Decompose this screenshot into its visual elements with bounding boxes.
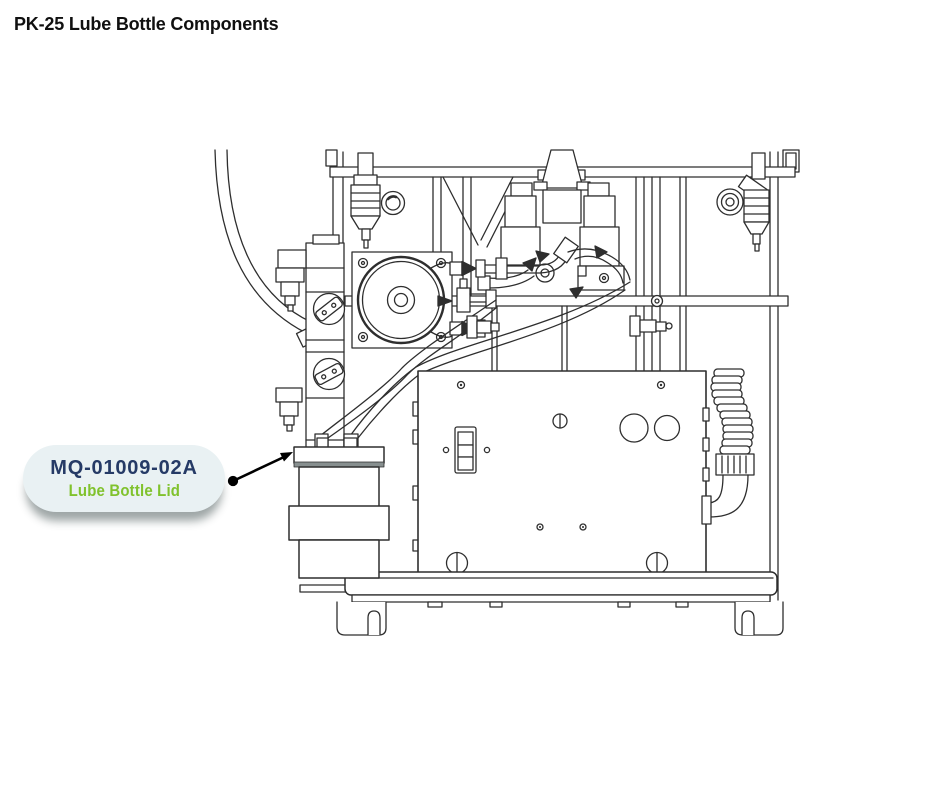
page-title: PK-25 Lube Bottle Components: [14, 14, 279, 35]
control-box: [412, 370, 710, 575]
part-callout[interactable]: MQ-01009-02A Lube Bottle Lid: [23, 445, 225, 512]
coiled-hose: [701, 368, 755, 525]
part-name-label: Lube Bottle Lid: [68, 480, 180, 500]
lube-pump: [351, 251, 486, 349]
right-filter-regulator: [716, 152, 770, 252]
lube-bottle: [288, 437, 390, 579]
manifold-column: [275, 234, 346, 456]
solenoid-valve-assembly: [477, 149, 625, 299]
left-filter-regulator: [350, 152, 406, 249]
part-number-label: MQ-01009-02A: [50, 457, 198, 480]
callout-arrow: [227, 452, 293, 487]
base-plate: [299, 571, 784, 636]
lube-bottle-lid: [293, 446, 385, 468]
